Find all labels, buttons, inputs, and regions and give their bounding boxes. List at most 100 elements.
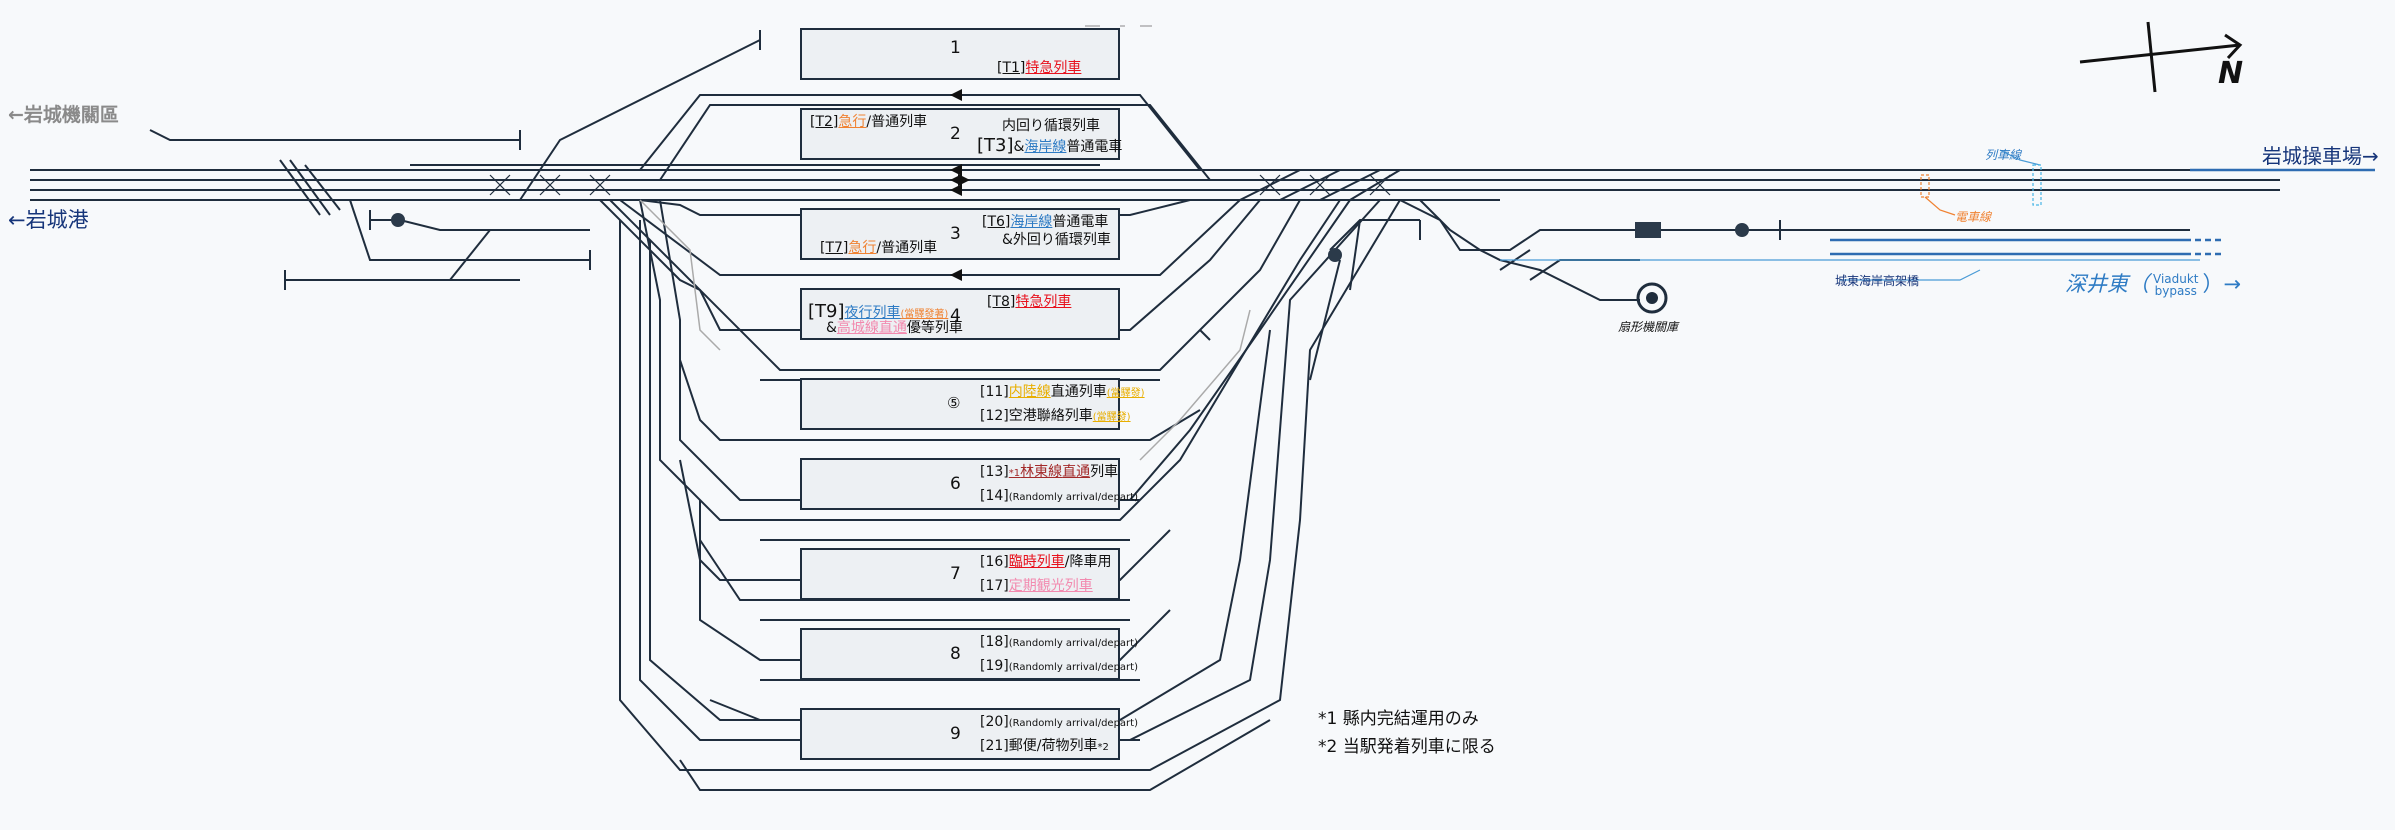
track-label-part: /降車用 <box>1064 554 1112 570</box>
track-label-part: & <box>826 320 837 336</box>
compass-label: N <box>2218 56 2244 91</box>
dest-iwaki-port: ←岩城港 <box>8 208 89 232</box>
track-label-part: (當驛發) <box>1092 412 1131 423</box>
track-label-part: 海岸線 <box>1024 139 1067 155</box>
dest-iwaki-yard: 岩城操車場→ <box>2262 144 2379 168</box>
roundhouse-label: 扇形機關庫 <box>1618 320 1679 334</box>
platform-8: 8[18](Randomly arrival/depart)[19](Rando… <box>800 628 1138 680</box>
track-label-part: 海岸線 <box>1010 214 1053 230</box>
signal-node-east <box>1735 223 1749 237</box>
track-label: [11]内陸線直通列車(當驛發) <box>980 384 1145 402</box>
track-label-part: 空港聯絡列車 <box>1008 408 1093 424</box>
track-label-part: *1 <box>1008 468 1021 479</box>
track-label-part: 林東線 <box>1020 464 1063 480</box>
track-label: [T8]特急列車 <box>987 294 1071 310</box>
track-code: [13] <box>980 464 1009 480</box>
track-label-part: 内回り循環列車 <box>1002 118 1100 134</box>
track-label: [20](Randomly arrival/depart) <box>980 714 1138 732</box>
track-label-part: 郵便/荷物列車 <box>1008 738 1098 754</box>
fukai-east-label: 深井東（ <box>2065 272 2149 296</box>
bypass-label: bypass <box>2154 284 2197 298</box>
platform-number: 8 <box>950 644 961 664</box>
buffer-block <box>1635 222 1661 238</box>
track-code: [12] <box>980 408 1009 424</box>
track-label-part: (Randomly arrival/depart) <box>1008 718 1138 729</box>
platform-number: 9 <box>950 724 961 744</box>
track-code: [19] <box>980 658 1009 674</box>
platform-5: ⑤[11]内陸線直通列車(當驛發)[12]空港聯絡列車(當驛發) <box>800 378 1145 430</box>
train-line-label: 列車線 <box>1985 148 2022 162</box>
track-label: [T6]海岸線普通電車 <box>982 214 1108 230</box>
platform-number: 2 <box>950 124 961 144</box>
dest-fukai-east: 深井東（ Viadukt bypass ）→ <box>2065 268 2241 298</box>
track-code: [17] <box>980 578 1009 594</box>
track-label-part: 高城線直通 <box>836 320 907 336</box>
track-label-part: (Randomly arrival/depart) <box>1008 638 1138 649</box>
track-label-part: &外回り循環列車 <box>1002 232 1111 248</box>
note-2: *2 当駅発着列車に限る <box>1318 737 1496 757</box>
track-label: [16]臨時列車/降車用 <box>980 554 1111 570</box>
track-code: [T9] <box>808 301 845 322</box>
track-code: [T3] <box>977 135 1014 156</box>
track-label: [T7]急行/普通列車 <box>820 240 937 256</box>
track-label-part: 急行 <box>848 240 877 256</box>
track-label: [13]*1林東線直通列車 <box>980 464 1118 482</box>
dest-iwaki-depot: ←岩城機關區 <box>8 104 119 126</box>
signal-node-port <box>391 213 405 227</box>
track-label: [21]郵便/荷物列車*2 <box>980 738 1109 756</box>
track-label-part: 優等列車 <box>906 320 963 336</box>
compass-icon <box>2079 21 2243 93</box>
note-1: *1 縣内完結運用のみ <box>1318 709 1479 729</box>
track-label-part: (Randomly arrival/depart) <box>1008 492 1138 503</box>
arrow-marker <box>950 164 962 176</box>
track-code: [11] <box>980 384 1009 400</box>
track-label-part: 急行 <box>838 114 867 130</box>
track-code: [T7] <box>820 240 849 256</box>
platform-6: 6 [13]*1林東線直通列車 [14](Randomly arrival/depa… <box>800 458 1138 510</box>
track-label-part: (當驛發著) <box>900 309 949 320</box>
track-label-part: 特急列車 <box>1025 60 1082 76</box>
track-code: [T8] <box>987 294 1016 310</box>
track-label-part: & <box>1013 139 1025 155</box>
platform-number: ⑤ <box>947 394 961 412</box>
track-code: [T1] <box>997 60 1026 76</box>
track-label-part: /普通列車 <box>866 114 928 130</box>
platform-2: 2 [T2]急行/普通列車 内回り循環列車[T3]&海岸線普通電車 <box>800 108 1122 160</box>
track-label: [19](Randomly arrival/depart) <box>980 658 1138 676</box>
track-label: [12]空港聯絡列車(當驛發) <box>980 408 1131 426</box>
track-label: [T9]夜行列車(當驛發著) <box>808 301 949 323</box>
signal-node-right <box>1328 248 1342 262</box>
track-code: [16] <box>980 554 1009 570</box>
track-label-part: *2 <box>1097 742 1109 753</box>
platform-4: 4 [T8]特急列車 [T9]夜行列車(當驛發著)&高城線直通優等列車 <box>800 288 1120 340</box>
platform-3: 3 [T6]海岸線普通電車&外回り循環列車 [T7]急行/普通列車 <box>800 208 1120 260</box>
track-label: &高城線直通優等列車 <box>826 320 963 336</box>
track-label-part: 直通 <box>1062 464 1091 480</box>
track-label-part: 臨時列車 <box>1008 554 1065 570</box>
track-code: [18] <box>980 634 1009 650</box>
track-label-part: (Randomly arrival/depart) <box>1008 662 1138 673</box>
track-label: [T3]&海岸線普通電車 <box>977 135 1122 156</box>
track-code: [20] <box>980 714 1009 730</box>
platform-9: 9 [20](Randomly arrival/depart) [21]郵便/荷物列… <box>800 708 1138 760</box>
platform-number: 7 <box>950 564 961 584</box>
track-label-part: (當驛發) <box>1106 388 1145 399</box>
platform-1: 1[T1]特急列車 <box>800 28 1120 80</box>
platform-number: 3 <box>950 224 961 244</box>
track-code: [T2] <box>810 114 839 130</box>
electric-line-label: 電車線 <box>1955 210 1992 224</box>
track-label: &外回り循環列車 <box>1002 232 1111 248</box>
track-label: 内回り循環列車 <box>1002 118 1100 134</box>
track-label: [18](Randomly arrival/depart) <box>980 634 1138 652</box>
platform-number: 6 <box>950 474 961 494</box>
track-label-part: 普通電車 <box>1052 214 1109 230</box>
track-label-part: 列車 <box>1090 464 1119 480</box>
track-label: [14](Randomly arrival/depart) <box>980 488 1138 506</box>
platform-number: 4 <box>950 306 961 326</box>
track-label: [17]定期観光列車 <box>980 578 1093 594</box>
viaduct-label: Viadukt <box>2153 272 2199 286</box>
track-label-part: 内陸線 <box>1008 384 1051 400</box>
track-label-part: 特急列車 <box>1015 294 1072 310</box>
